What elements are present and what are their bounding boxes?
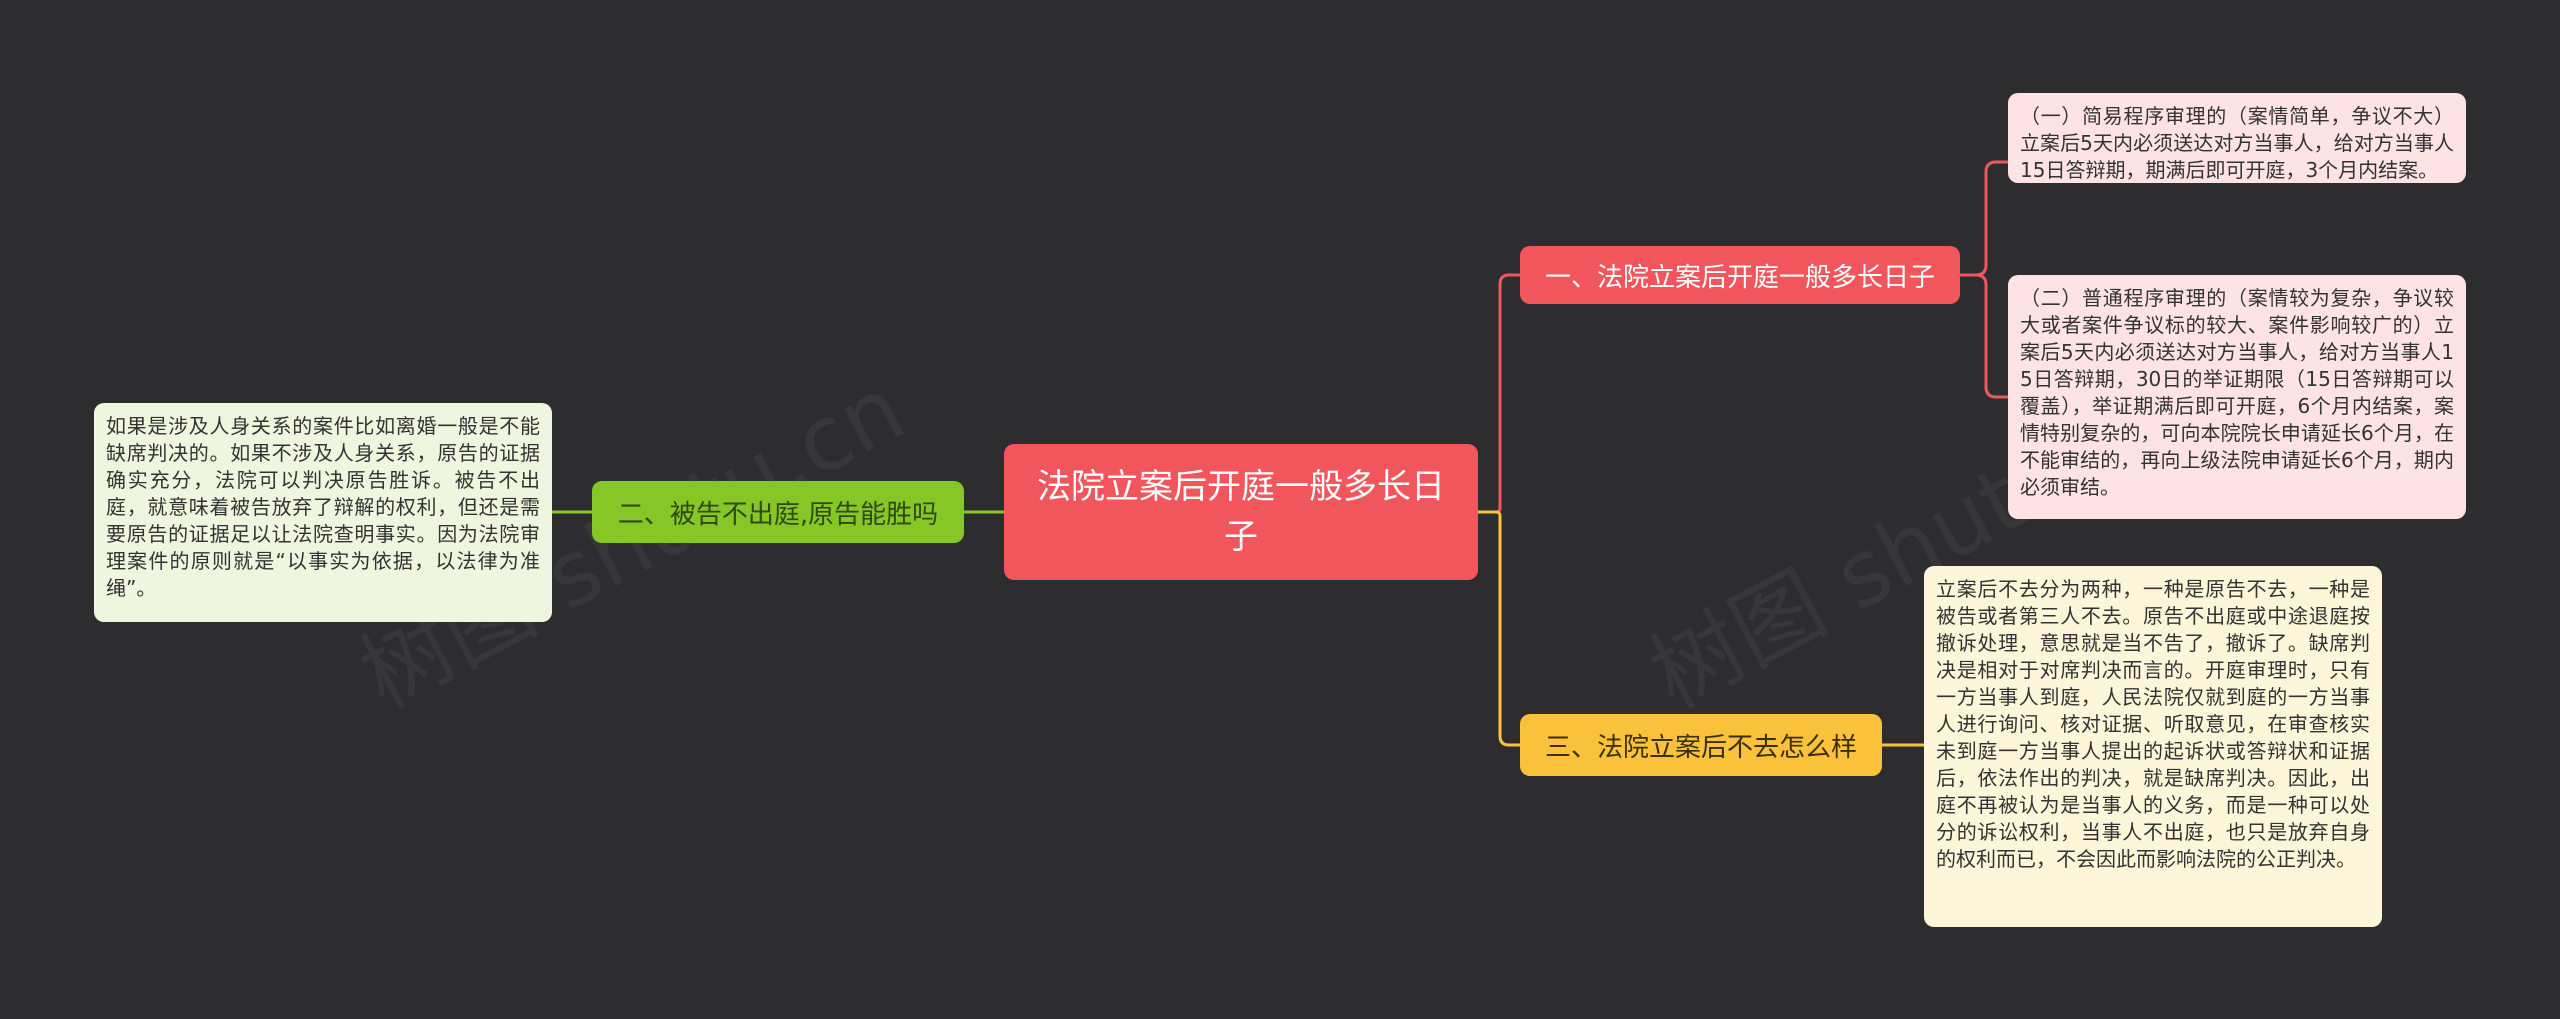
leaf-ordinary-procedure[interactable]: （二）普通程序审理的（案情较为复杂，争议较大或者案件争议标的较大、案件影响较广的…: [2008, 275, 2466, 519]
link-b1-leaf1: [1960, 160, 2008, 277]
leaf-not-attending[interactable]: 立案后不去分为两种，一种是原告不去，一种是被告或者第三人不去。原告不出庭或中途退…: [1924, 566, 2382, 927]
leaf-defendant-absent[interactable]: 如果是涉及人身关系的案件比如离婚一般是不能缺席判决的。如果不涉及人身关系，原告的…: [94, 403, 552, 622]
branch-topic-1[interactable]: 一、法院立案后开庭一般多长日子: [1520, 246, 1960, 304]
leaf-ordinary-procedure-text: （二）普通程序审理的（案情较为复杂，争议较大或者案件争议标的较大、案件影响较广的…: [2020, 286, 2454, 499]
leaf-summary-procedure-text: （一）简易程序审理的（案情简单，争议不大）立案后5天内必须送达对方当事人，给对方…: [2020, 104, 2454, 182]
branch-topic-2-label: 二、被告不出庭,原告能胜吗: [617, 499, 939, 530]
link-center-b1: [1478, 273, 1520, 514]
central-topic-label: 法院立案后开庭一般多长日子: [1037, 467, 1445, 557]
leaf-not-attending-text: 立案后不去分为两种，一种是原告不去，一种是被告或者第三人不去。原告不出庭或中途退…: [1936, 577, 2370, 871]
branch-topic-1-label: 一、法院立案后开庭一般多长日子: [1544, 262, 1935, 293]
branch-topic-2[interactable]: 二、被告不出庭,原告能胜吗: [592, 481, 964, 543]
branch-topic-3[interactable]: 三、法院立案后不去怎么样: [1520, 714, 1882, 776]
leaf-defendant-absent-text: 如果是涉及人身关系的案件比如离婚一般是不能缺席判决的。如果不涉及人身关系，原告的…: [106, 414, 540, 600]
link-center-b3: [1478, 510, 1520, 747]
link-b1-leaf2: [1960, 273, 2008, 399]
central-topic[interactable]: 法院立案后开庭一般多长日子: [1004, 444, 1478, 580]
leaf-summary-procedure[interactable]: （一）简易程序审理的（案情简单，争议不大）立案后5天内必须送达对方当事人，给对方…: [2008, 93, 2466, 183]
branch-topic-3-label: 三、法院立案后不去怎么样: [1544, 732, 1857, 763]
